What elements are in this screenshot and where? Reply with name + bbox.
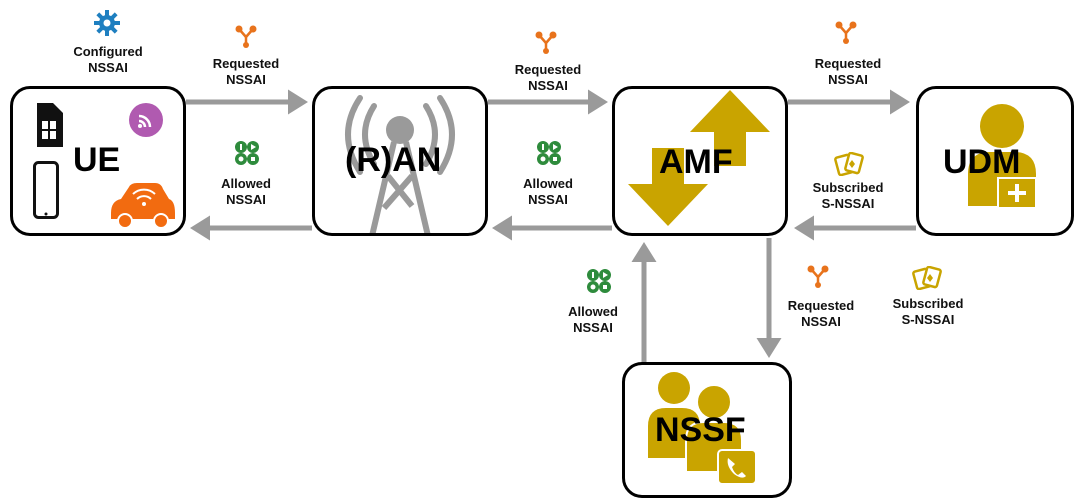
molecule-icon (835, 21, 857, 44)
cards-icon (912, 266, 942, 290)
nssf-label: NSSF (655, 411, 746, 449)
wireless-signal-icon (129, 103, 163, 137)
ue-label: UE (73, 141, 121, 179)
cards-icon (834, 152, 864, 176)
smartphone-icon (33, 161, 59, 219)
molecule-icon (535, 31, 557, 54)
clover-grid-icon (537, 141, 561, 165)
cell-tower-icon (345, 95, 455, 233)
sim-card-icon (37, 103, 63, 147)
ran-label: (R)AN (345, 141, 442, 179)
user-group-phone-icon (648, 372, 757, 485)
amf-node[interactable]: AMF (612, 86, 788, 236)
udm-label: UDM (943, 143, 1021, 181)
clover-grid-icon (235, 141, 259, 165)
molecule-icon (235, 25, 257, 48)
user-add-icon (968, 104, 1037, 209)
molecule-icon (807, 265, 829, 288)
gear-icon (94, 10, 120, 36)
clover-grid-icon (587, 269, 611, 293)
ue-node[interactable]: UE (10, 86, 186, 236)
nssf-node[interactable]: NSSF (622, 362, 792, 498)
connected-car-icon (111, 183, 175, 229)
amf-label: AMF (659, 143, 733, 181)
udm-node[interactable]: UDM (916, 86, 1074, 236)
up-down-arrows-icon (628, 90, 770, 226)
ran-node[interactable]: (R)AN (312, 86, 488, 236)
